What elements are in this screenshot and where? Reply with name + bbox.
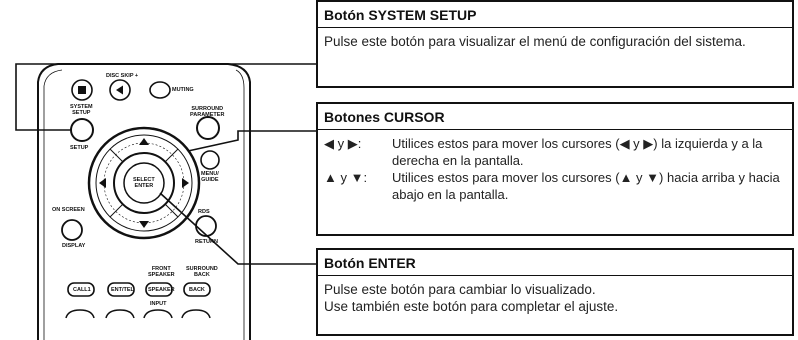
setup-label: SETUP xyxy=(70,145,89,151)
surround-parameter-label: SURROUND PARAMETER xyxy=(190,106,225,118)
select-enter-label: SELECT ENTER xyxy=(133,177,155,189)
muting-label: MUTING xyxy=(172,87,194,93)
back-label: BACK xyxy=(189,287,205,293)
system-setup-title: Botón SYSTEM SETUP xyxy=(318,2,792,28)
return-label: RETURN xyxy=(195,239,218,245)
menu-guide-label: MENU/ GUIDE xyxy=(201,171,219,183)
speaker-button[interactable] xyxy=(145,282,173,297)
cursor-right-icon[interactable] xyxy=(182,178,189,188)
leader-lines xyxy=(15,63,316,265)
cursor-row-left-right: ◀ y ▶: Utilices estos para mover los cur… xyxy=(324,135,786,169)
surround-parameter-button[interactable] xyxy=(196,116,220,140)
rds-label: RDS xyxy=(198,209,210,215)
return-button[interactable] xyxy=(195,215,217,237)
on-screen-label: ON SCREEN xyxy=(52,207,85,213)
system-setup-box: Botón SYSTEM SETUP Pulse este botón para… xyxy=(316,0,794,88)
ent-tel-label: ENT/TEL xyxy=(111,287,134,293)
cursor-key-up-down: ▲ y ▼: xyxy=(324,170,368,185)
select-enter-button[interactable] xyxy=(123,162,165,204)
enter-description-line-1: Pulse este botón para cambiar lo visuali… xyxy=(324,282,596,297)
cursor-up-icon[interactable] xyxy=(139,138,149,145)
remote-control-illustration: DISC SKIP + MUTING SYSTEM SETUP SURROUND… xyxy=(0,0,330,340)
cursor-desc-left-right: Utilices estos para mover los cursores (… xyxy=(392,136,763,168)
menu-guide-button[interactable] xyxy=(200,150,220,170)
remote-drawing xyxy=(15,63,316,340)
enter-description-line-2: Use también este botón para completar el… xyxy=(324,299,619,314)
cursor-left-icon[interactable] xyxy=(99,178,106,188)
cursor-buttons-box: Botones CURSOR ◀ y ▶: Utilices estos par… xyxy=(316,102,794,236)
disc-skip-button[interactable] xyxy=(109,79,131,101)
back-button[interactable] xyxy=(183,282,211,297)
cursor-row-up-down: ▲ y ▼: Utilices estos para mover los cur… xyxy=(324,169,786,203)
stop-button[interactable] xyxy=(71,79,93,101)
cursor-title: Botones CURSOR xyxy=(318,104,792,130)
cursor-key-left-right: ◀ y ▶: xyxy=(324,136,362,151)
cursor-desc-up-down: Utilices estos para mover los cursores (… xyxy=(392,170,780,202)
enter-title: Botón ENTER xyxy=(318,250,792,276)
surround-back-label: SURROUND BACK xyxy=(186,266,218,278)
input-label: INPUT xyxy=(150,301,167,307)
system-setup-label: SYSTEM SETUP xyxy=(70,104,93,116)
display-label: DISPLAY xyxy=(62,243,86,249)
ent-tel-button[interactable] xyxy=(107,282,135,297)
speaker-label: SPEAKER xyxy=(148,287,175,293)
cursor-pad xyxy=(87,126,201,240)
system-setup-button[interactable] xyxy=(70,118,94,142)
system-setup-description: Pulse este botón para visualizar el menú… xyxy=(324,34,746,49)
enter-button-box: Botón ENTER Pulse este botón para cambia… xyxy=(316,248,794,336)
disc-skip-label: DISC SKIP + xyxy=(106,73,139,79)
call1-button[interactable] xyxy=(67,282,95,297)
muting-button[interactable] xyxy=(149,81,171,99)
call1-label: CALL1 xyxy=(73,287,91,293)
front-speaker-label: FRONT SPEAKER xyxy=(148,266,175,278)
display-button[interactable] xyxy=(61,219,83,241)
cursor-down-icon[interactable] xyxy=(139,221,149,228)
